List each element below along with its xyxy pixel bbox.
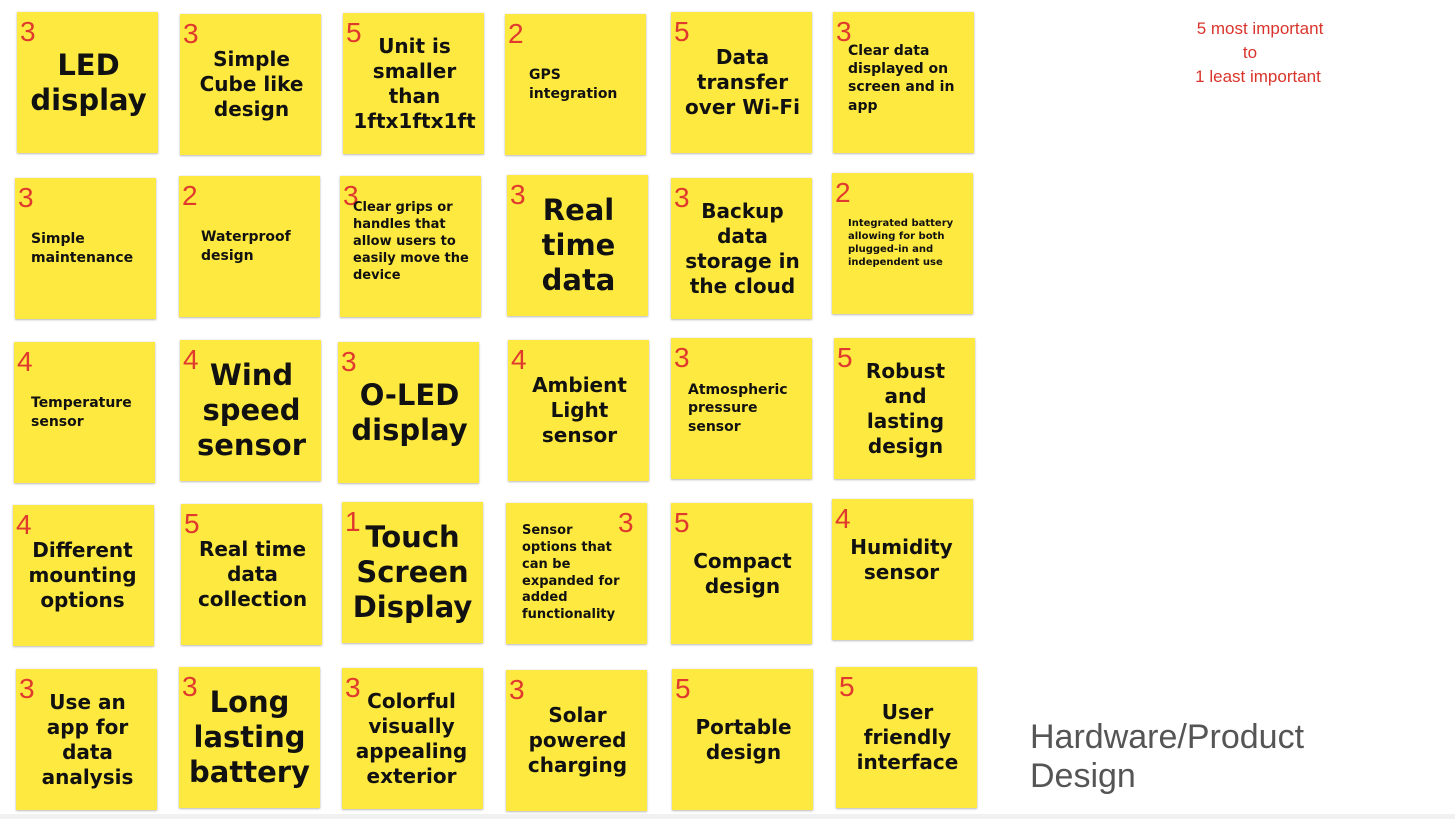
sticky-note[interactable]: 4 Humidity sensor <box>832 499 973 640</box>
importance-rating: 3 <box>20 16 36 47</box>
note-text: Touch Screen Display <box>352 520 473 624</box>
note-text: Clear grips or handles that allow users … <box>353 200 469 283</box>
sticky-note[interactable]: 3 LED display <box>17 12 158 153</box>
importance-rating: 1 <box>345 506 361 537</box>
importance-rating: 4 <box>835 503 851 534</box>
importance-rating: 4 <box>17 346 33 377</box>
importance-rating: 2 <box>182 180 198 211</box>
note-text: Sensor options that can be expanded for … <box>522 522 620 623</box>
note-text: Different mounting options <box>28 538 137 612</box>
note-text: Solar powered charging <box>527 703 628 777</box>
importance-rating: 2 <box>508 18 524 49</box>
importance-rating: 5 <box>184 508 200 539</box>
importance-rating: 4 <box>511 344 527 375</box>
section-title: Hardware/Product Design <box>1030 718 1304 796</box>
note-text: Humidity sensor <box>850 535 953 584</box>
sticky-note[interactable]: 3 Sensor options that can be expanded fo… <box>506 503 647 644</box>
importance-rating: 5 <box>674 507 690 538</box>
note-text: Portable design <box>695 714 792 764</box>
importance-rating: 3 <box>345 672 361 703</box>
note-text: Wind speed sensor <box>196 358 307 462</box>
importance-rating: 3 <box>618 507 634 538</box>
note-text: Use an app for data analysis <box>41 689 134 789</box>
importance-rating: 5 <box>675 673 691 704</box>
sticky-note[interactable]: 4 Different mounting options <box>13 505 154 646</box>
sticky-note[interactable]: 5 Real time data collection <box>181 504 322 645</box>
importance-rating: 5 <box>674 16 690 47</box>
note-text: Waterproof design <box>201 229 291 264</box>
sticky-note[interactable]: 5 Unit is smaller than 1ftx1ftx1ft <box>343 13 484 154</box>
importance-rating: 3 <box>836 16 852 47</box>
note-text: Data transfer over Wi-Fi <box>685 45 800 119</box>
note-text: Clear data displayed on screen and in ap… <box>848 43 955 114</box>
importance-rating: 3 <box>674 342 690 373</box>
sticky-note[interactable]: 3 Atmospheric pressure sensor <box>671 338 812 479</box>
sticky-note[interactable]: 5 Portable design <box>672 669 813 810</box>
note-text: O-LED display <box>351 377 468 447</box>
importance-rating: 3 <box>509 674 525 705</box>
importance-legend: 5 most important to 1 least important <box>1170 16 1350 90</box>
section-title-line: Design <box>1030 757 1136 795</box>
sticky-note[interactable]: 1 Touch Screen Display <box>342 502 483 643</box>
sticky-note[interactable]: 4 Wind speed sensor <box>180 340 321 481</box>
sticky-note[interactable]: 4 Ambient Light sensor <box>508 340 649 481</box>
importance-rating: 4 <box>183 344 199 375</box>
sticky-note[interactable]: 3 Simple maintenance <box>15 178 156 319</box>
sticky-note[interactable]: 5 Data transfer over Wi-Fi <box>671 12 812 153</box>
note-text: Long lasting battery <box>189 685 310 789</box>
importance-rating: 3 <box>182 671 198 702</box>
legend-line: 1 least important <box>1195 67 1321 86</box>
sticky-note[interactable]: 3 O-LED display <box>338 342 479 483</box>
sticky-note[interactable]: 2 GPS integration <box>505 14 646 155</box>
importance-rating: 3 <box>343 180 359 211</box>
sticky-note[interactable]: 3 Clear grips or handles that allow user… <box>340 176 481 317</box>
note-text: Ambient Light sensor <box>532 373 627 447</box>
note-text: Temperature sensor <box>31 395 132 430</box>
sticky-note[interactable]: 3 Real time data <box>507 175 648 316</box>
note-text: Real time data collection <box>197 537 308 611</box>
note-text: Robust and lasting design <box>865 358 946 458</box>
sticky-note[interactable]: 3 Simple Cube like design <box>180 14 321 155</box>
sticky-note[interactable]: 3 Long lasting battery <box>179 667 320 808</box>
importance-rating: 3 <box>341 346 357 377</box>
sticky-note[interactable]: 3 Solar powered charging <box>506 670 647 811</box>
legend-line: 5 most important <box>1196 19 1324 38</box>
note-text: Real time data <box>541 193 616 297</box>
bottom-scroll-area <box>0 814 1455 819</box>
importance-rating: 5 <box>839 671 855 702</box>
note-text: LED display <box>30 47 147 117</box>
sticky-note[interactable]: 2 Integrated battery allowing for both p… <box>832 173 973 314</box>
section-title-line: Hardware/Product <box>1030 718 1305 756</box>
sticky-note[interactable]: 3 Use an app for data analysis <box>16 669 157 810</box>
legend-line: to <box>1242 43 1258 62</box>
sticky-note[interactable]: 3 Colorful visually appealing exterior <box>342 668 483 809</box>
sticky-note[interactable]: 5 User friendly interface <box>836 667 977 808</box>
sticky-note[interactable]: 3 Backup data storage in the cloud <box>671 178 812 319</box>
sticky-note[interactable]: 4 Temperature sensor <box>14 342 155 483</box>
importance-rating: 3 <box>674 182 690 213</box>
importance-rating: 5 <box>837 342 853 373</box>
note-text: Backup data storage in the cloud <box>685 198 800 298</box>
note-text: GPS integration <box>529 67 618 102</box>
note-text: Compact design <box>693 548 792 598</box>
sticky-note[interactable]: 2 Waterproof design <box>179 176 320 317</box>
importance-rating: 3 <box>510 179 526 210</box>
importance-rating: 3 <box>18 182 34 213</box>
note-text: Simple maintenance <box>31 231 134 266</box>
sticky-note[interactable]: 5 Robust and lasting design <box>834 338 975 479</box>
note-text: Simple Cube like design <box>199 47 304 121</box>
importance-rating: 5 <box>346 17 362 48</box>
sticky-note[interactable]: 3 Clear data displayed on screen and in … <box>833 12 974 153</box>
note-text: User friendly interface <box>856 700 959 774</box>
sticky-note[interactable]: 5 Compact design <box>671 503 812 644</box>
note-text: Atmospheric pressure sensor <box>688 382 788 435</box>
importance-rating: 4 <box>16 509 32 540</box>
importance-rating: 2 <box>835 177 851 208</box>
importance-rating: 3 <box>183 18 199 49</box>
note-text: Unit is smaller than 1ftx1ftx1ft <box>353 33 476 133</box>
importance-rating: 3 <box>19 673 35 704</box>
note-text: Colorful visually appealing exterior <box>355 688 468 788</box>
note-text: Integrated battery allowing for both plu… <box>848 218 954 268</box>
